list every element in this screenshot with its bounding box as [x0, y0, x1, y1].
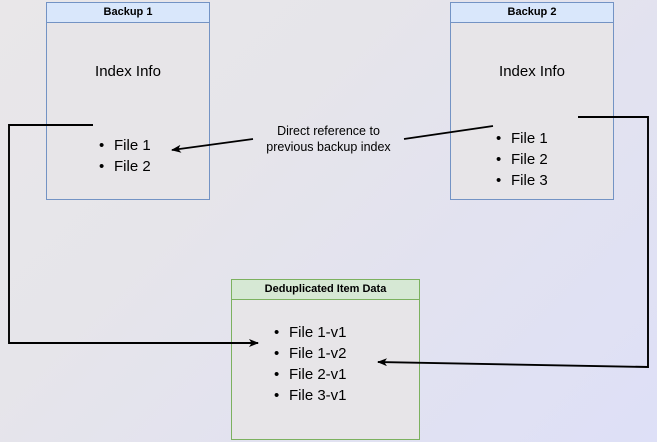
node-backup-1-body: Index Info File 1 File 2: [46, 23, 210, 200]
list-item: File 1: [496, 128, 548, 149]
backup-1-file-list: File 1 File 2: [99, 135, 151, 177]
list-item: File 1-v2: [274, 343, 347, 364]
backup-2-index-info-label: Index Info: [499, 63, 565, 80]
list-item: File 3-v1: [274, 385, 347, 406]
node-dedup-header: Deduplicated Item Data: [231, 279, 420, 300]
backup-1-index-info-label: Index Info: [95, 63, 161, 80]
list-item: File 1: [99, 135, 151, 156]
backup-2-file-list: File 1 File 2 File 3: [496, 128, 548, 191]
list-item: File 1-v1: [274, 322, 347, 343]
edge-label-direct-reference: Direct reference to previous backup inde…: [266, 124, 391, 154]
node-deduplicated-item-data[interactable]: Deduplicated Item Data File 1-v1 File 1-…: [231, 279, 420, 440]
list-item: File 3: [496, 170, 548, 191]
node-backup-2[interactable]: Backup 2 Index Info File 1 File 2 File 3: [450, 2, 614, 200]
node-backup-2-header: Backup 2: [450, 2, 614, 23]
list-item: File 2: [99, 156, 151, 177]
node-backup-2-body: Index Info File 1 File 2 File 3: [450, 23, 614, 200]
dedup-file-list: File 1-v1 File 1-v2 File 2-v1 File 3-v1: [274, 322, 347, 406]
list-item: File 2-v1: [274, 364, 347, 385]
node-dedup-body: File 1-v1 File 1-v2 File 2-v1 File 3-v1: [231, 300, 420, 440]
node-backup-1-header: Backup 1: [46, 2, 210, 23]
node-backup-1[interactable]: Backup 1 Index Info File 1 File 2: [46, 2, 210, 200]
list-item: File 2: [496, 149, 548, 170]
